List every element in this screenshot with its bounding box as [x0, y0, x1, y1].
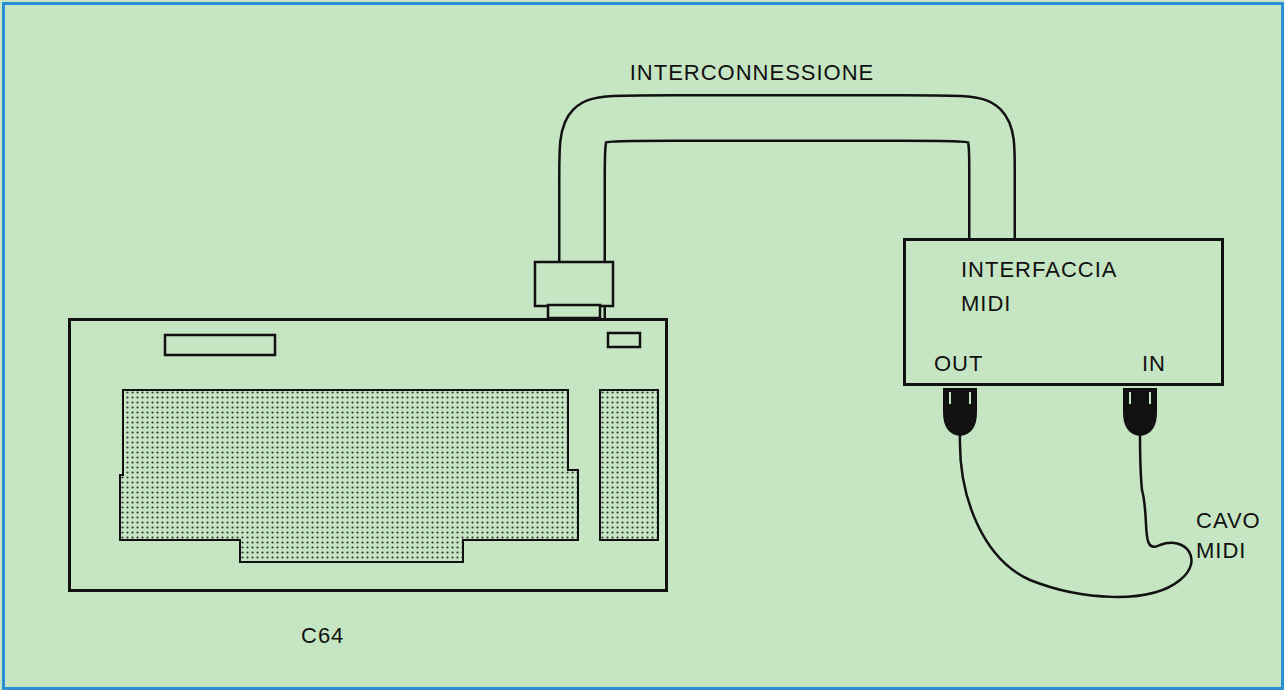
node-title: C64: [301, 619, 344, 653]
keyboard: [120, 390, 578, 562]
cable-label: INTERCONNESSIONE: [626, 60, 879, 86]
cable-fill: [582, 118, 992, 318]
interconnect-cable: [582, 118, 992, 318]
midi-plug: [943, 388, 977, 436]
function-keys: [600, 390, 658, 540]
plug-detail: [950, 392, 1150, 404]
interface-box: INTERFACCIA MIDI OUT IN: [903, 238, 1224, 386]
port-label: IN: [1142, 347, 1166, 381]
cartridge-slot: [165, 335, 275, 355]
computer-box: C64: [68, 318, 668, 592]
connector-base: [548, 305, 600, 318]
midi-cable: [960, 434, 1192, 597]
power-led: [608, 333, 640, 347]
node-title: INTERFACCIA MIDI: [961, 253, 1126, 321]
port-label: OUT: [934, 347, 983, 381]
cable-outline: [582, 118, 992, 318]
cable-name: CAVO MIDI: [1196, 506, 1276, 566]
cable-connector: [535, 262, 613, 306]
midi-plug: [1123, 388, 1157, 436]
